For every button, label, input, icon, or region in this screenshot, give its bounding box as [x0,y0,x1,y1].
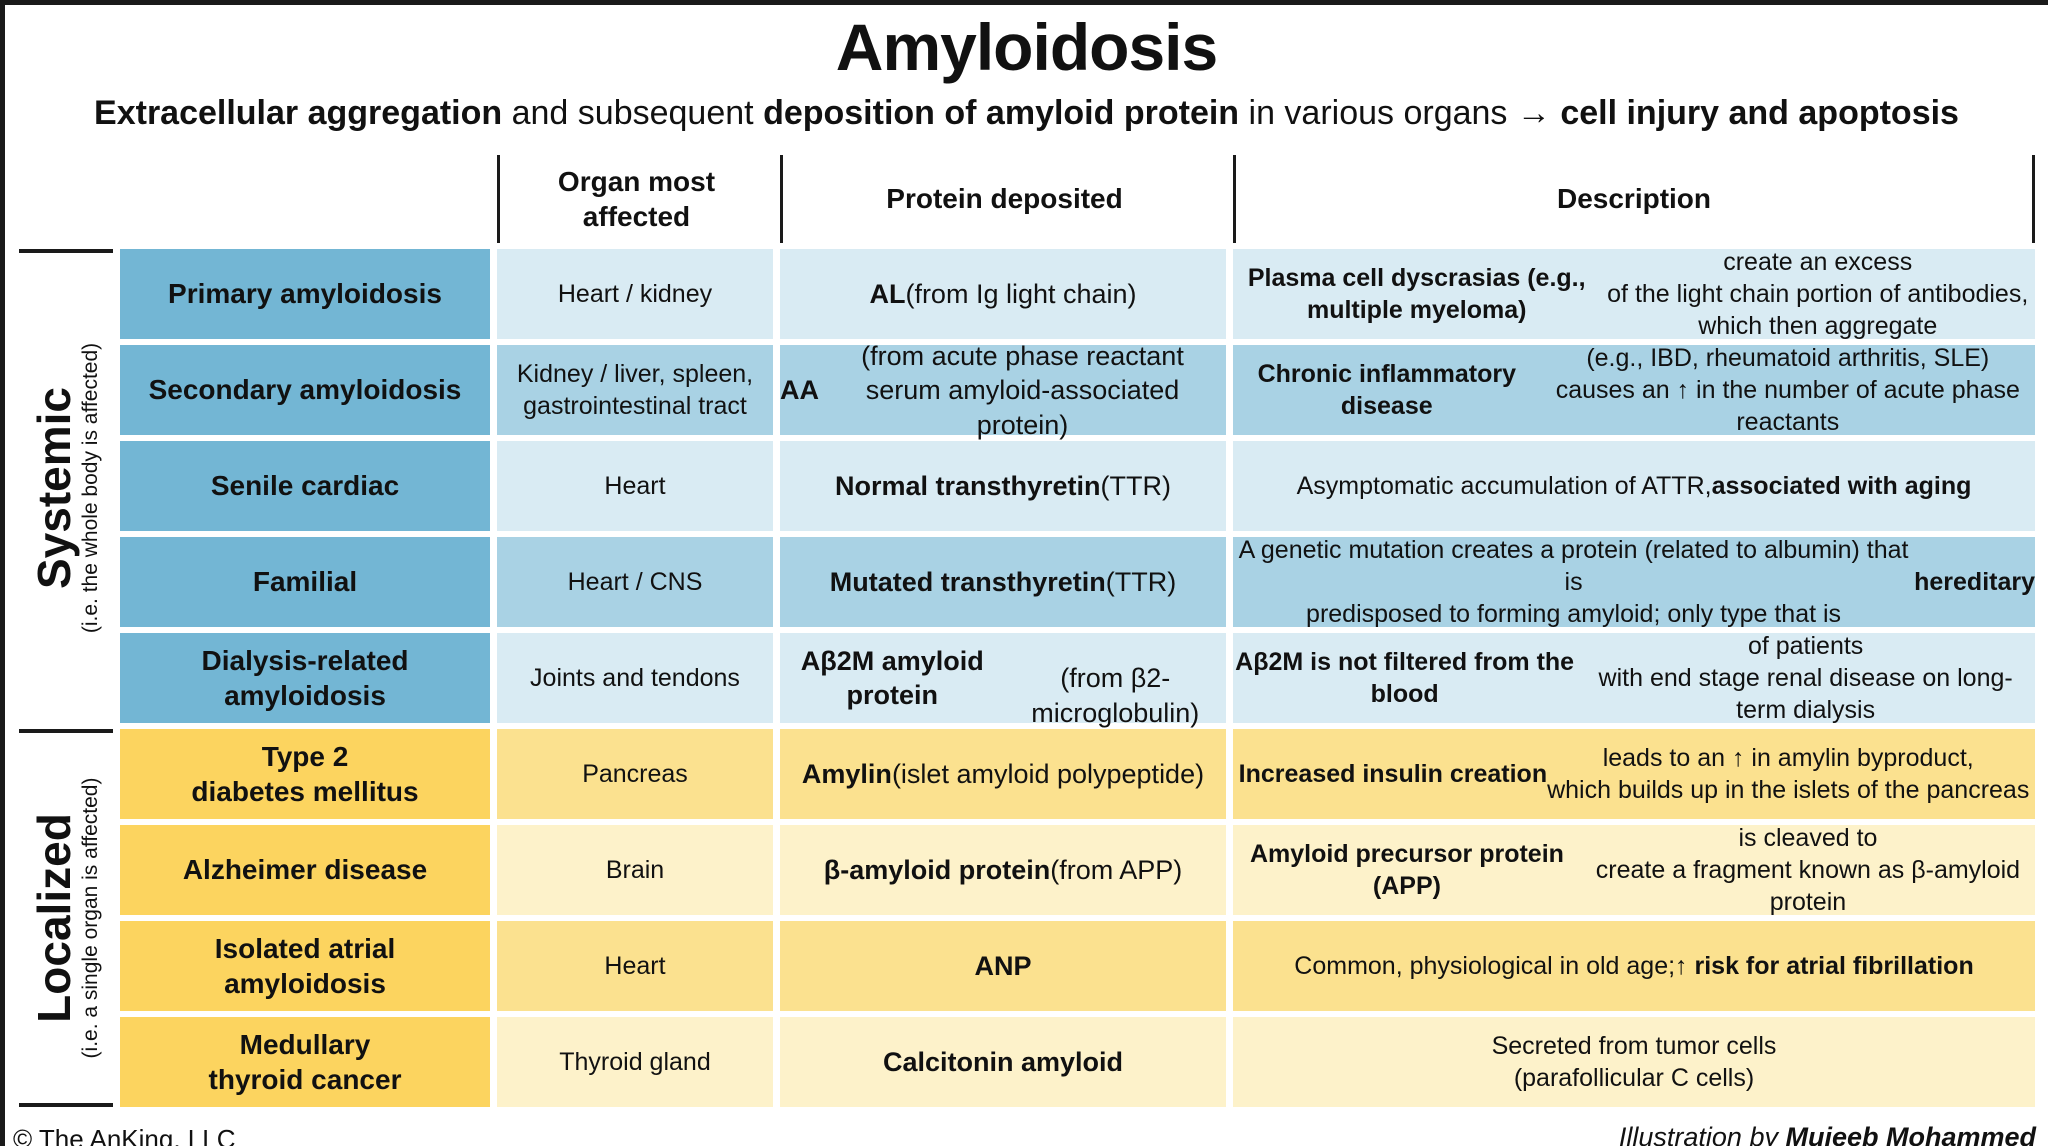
row-label-cell: Familial [120,537,490,628]
protein-cell: Mutated transthyretin (TTR) [780,537,1226,628]
protein-cell: AA (from acute phase reactant serum amyl… [780,341,1226,440]
description-cell: Chronic inflammatory disease (e.g., IBD,… [1233,344,2035,436]
section-note: (i.e. the whole body is affected) [79,343,102,634]
section-name: Systemic [28,387,80,590]
row-label-cell: Isolated atrial amyloidosis [120,921,490,1012]
protein-cell: β-amyloid protein (from APP) [780,825,1226,916]
organ-cell: Heart / kidney [497,249,773,340]
section-label-localized-text: Localized (i.e. a single organ is affect… [28,777,102,1059]
amyloidosis-table: Organ most affected Protein deposited De… [19,155,2048,1108]
description-cell: Amyloid precursor protein (APP) is cleav… [1233,824,2035,916]
row-label-cell: Alzheimer disease [120,825,490,916]
row-label-cell: Dialysis-related amyloidosis [120,633,490,724]
section-note: (i.e. a single organ is affected) [79,777,102,1059]
description-cell: A genetic mutation creates a protein (re… [1233,536,2035,628]
page-subtitle: Extracellular aggregation and subsequent… [94,94,1959,133]
organ-cell: Heart / CNS [497,537,773,628]
description-cell: Secreted from tumor cells (parafollicula… [1233,1017,2035,1108]
row-label-cell: Type 2 diabetes mellitus [120,729,490,820]
column-header-protein: Protein deposited [780,155,1226,244]
description-cell: Increased insulin creation leads to an ↑… [1233,729,2035,820]
illustration-credit: Illustration by Mujeeb Mohammed [1619,1122,2036,1146]
protein-cell: Aβ2M amyloid protein (from β2-microglobu… [780,633,1226,728]
row-label-cell: Secondary amyloidosis [120,345,490,436]
description-cell: Common, physiological in old age; ↑ risk… [1233,921,2035,1012]
description-cell: Plasma cell dyscrasias (e.g., multiple m… [1233,248,2035,340]
page-title: Amyloidosis [835,10,1218,84]
section-label-systemic: Systemic (i.e. the whole body is affecte… [19,249,113,723]
protein-cell: AL (from Ig light chain) [780,249,1226,340]
organ-cell: Kidney / liver, spleen, gastrointestinal… [497,345,773,436]
protein-cell: Amylin (islet amyloid polypeptide) [780,729,1226,820]
description-cell: Asymptomatic accumulation of ATTR, assoc… [1233,441,2035,532]
protein-cell: Normal transthyretin (TTR) [780,441,1226,532]
organ-cell: Pancreas [497,729,773,820]
organ-cell: Heart [497,921,773,1012]
section-label-localized: Localized (i.e. a single organ is affect… [19,729,113,1108]
section-label-systemic-text: Systemic (i.e. the whole body is affecte… [28,343,102,634]
organ-cell: Heart [497,441,773,532]
illustration-credit-prefix: Illustration by [1618,1122,1786,1146]
section-name: Localized [28,813,80,1024]
row-label-cell: Primary amyloidosis [120,249,490,340]
row-label-cell: Medullary thyroid cancer [120,1017,490,1108]
organ-cell: Joints and tendons [497,633,773,724]
organ-cell: Brain [497,825,773,916]
column-header-description: Description [1233,155,2035,244]
illustration-credit-name: Mujeeb Mohammed [1785,1122,2036,1146]
copyright-text: © The AnKing, LLC [13,1124,236,1146]
protein-cell: ANP [780,921,1226,1012]
row-label-cell: Senile cardiac [120,441,490,532]
organ-cell: Thyroid gland [497,1017,773,1108]
description-cell: Aβ2M is not filtered from the blood of p… [1233,632,2035,724]
protein-cell: Calcitonin amyloid [780,1017,1226,1108]
column-header-organ: Organ most affected [497,155,773,244]
